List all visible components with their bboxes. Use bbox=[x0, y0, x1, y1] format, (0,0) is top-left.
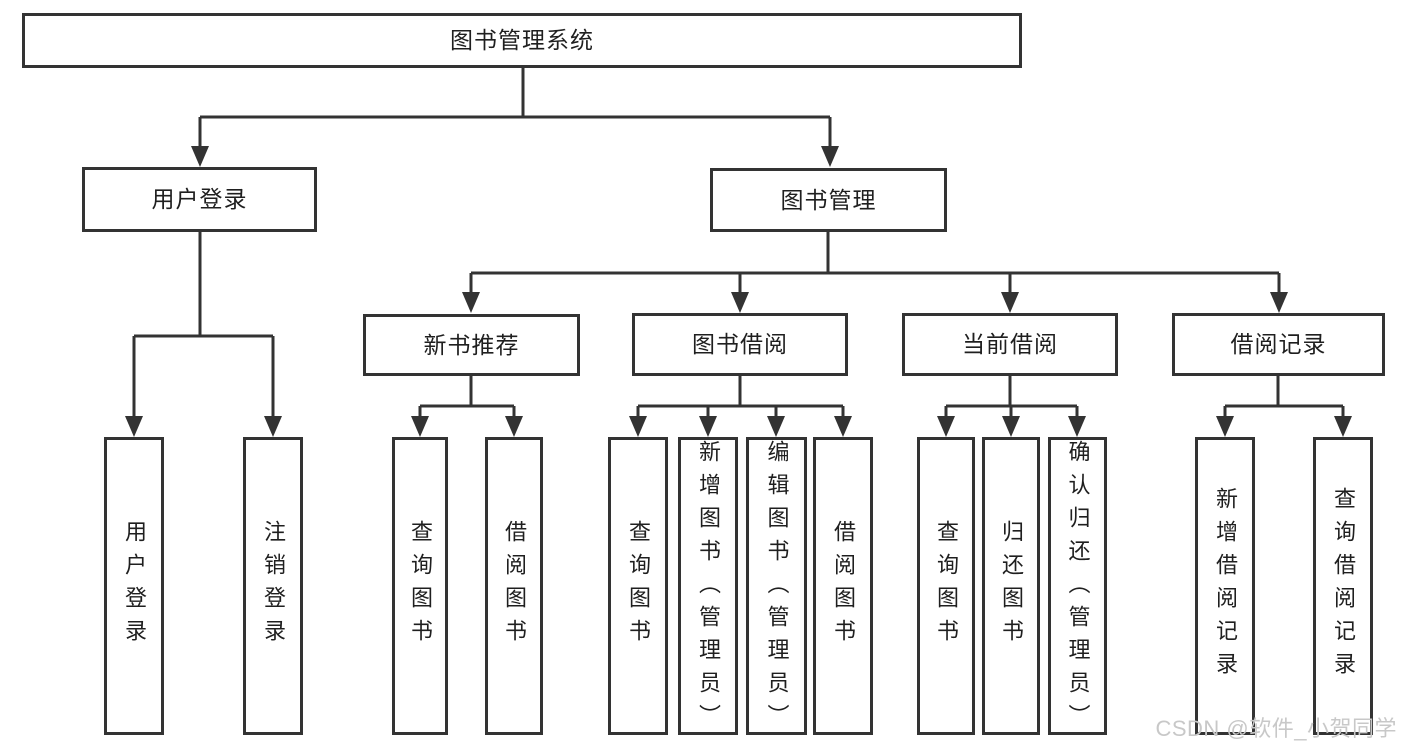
node-label: 图书借阅 bbox=[692, 331, 788, 357]
arrow-down-icon bbox=[411, 416, 429, 437]
arrow-down-icon bbox=[1002, 416, 1020, 437]
node-label: 图书管理 bbox=[780, 186, 877, 213]
node-user-login: 用户登录 bbox=[82, 167, 317, 232]
leaf-borrow-books-1: 借阅图书 bbox=[485, 437, 543, 735]
arrow-down-icon bbox=[767, 416, 785, 437]
arrow-down-icon bbox=[834, 416, 852, 437]
arrow-down-icon bbox=[629, 416, 647, 437]
leaf-query-books-3: 查询图书 bbox=[917, 437, 975, 735]
node-system-root: 图书管理系统 bbox=[22, 13, 1022, 68]
leaf-return-books: 归还图书 bbox=[982, 437, 1040, 735]
leaf-query-books-1: 查询图书 bbox=[392, 437, 448, 735]
node-current-borrowing: 当前借阅 bbox=[902, 313, 1118, 376]
arrow-down-icon bbox=[699, 416, 717, 437]
node-label: 确认归还（管理员） bbox=[1065, 440, 1091, 737]
arrow-down-icon bbox=[1334, 416, 1352, 437]
node-label: 借阅记录 bbox=[1230, 331, 1327, 357]
arrow-down-icon bbox=[821, 146, 839, 167]
leaf-add-borrow-record: 新增借阅记录 bbox=[1195, 437, 1255, 735]
node-label: 查询图书 bbox=[408, 520, 433, 652]
leaf-borrow-books-2: 借阅图书 bbox=[813, 437, 873, 735]
arrow-down-icon bbox=[264, 416, 282, 437]
leaf-confirm-return-admin: 确认归还（管理员） bbox=[1048, 437, 1107, 737]
node-label: 查询借阅记录 bbox=[1331, 487, 1356, 685]
node-borrowing-records: 借阅记录 bbox=[1172, 313, 1385, 376]
node-label: 用户登录 bbox=[151, 186, 248, 212]
node-label: 归还图书 bbox=[999, 520, 1024, 652]
arrow-down-icon bbox=[731, 292, 749, 313]
node-label: 查询图书 bbox=[626, 520, 651, 652]
leaf-add-books-admin: 新增图书（管理员） bbox=[678, 437, 738, 737]
leaf-logout: 注销登录 bbox=[243, 437, 303, 735]
arrow-down-icon bbox=[191, 146, 209, 167]
arrow-down-icon bbox=[937, 416, 955, 437]
csdn-watermark: CSDN @软件_小贺同学 bbox=[1155, 716, 1397, 741]
node-label: 当前借阅 bbox=[962, 331, 1058, 357]
leaf-query-books-2: 查询图书 bbox=[608, 437, 668, 735]
node-book-borrowing: 图书借阅 bbox=[632, 313, 848, 376]
arrow-down-icon bbox=[505, 416, 523, 437]
leaf-edit-books-admin: 编辑图书（管理员） bbox=[746, 437, 807, 737]
node-label: 新增借阅记录 bbox=[1213, 487, 1238, 685]
leaf-query-borrow-record: 查询借阅记录 bbox=[1313, 437, 1373, 735]
node-label: 注销登录 bbox=[261, 520, 286, 652]
node-label: 编辑图书（管理员） bbox=[764, 440, 790, 737]
arrow-down-icon bbox=[125, 416, 143, 437]
arrow-down-icon bbox=[1270, 292, 1288, 313]
arrow-down-icon bbox=[1068, 416, 1086, 437]
node-label: 借阅图书 bbox=[502, 520, 527, 652]
node-label: 新增图书（管理员） bbox=[696, 440, 721, 737]
node-label: 借阅图书 bbox=[831, 520, 856, 652]
arrow-down-icon bbox=[462, 292, 480, 313]
node-label: 图书管理系统 bbox=[450, 27, 594, 53]
node-label: 用户登录 bbox=[122, 520, 147, 652]
node-label: 新书推荐 bbox=[423, 331, 520, 358]
node-new-book-recommend: 新书推荐 bbox=[363, 314, 580, 376]
node-label: 查询图书 bbox=[934, 520, 959, 652]
arrow-down-icon bbox=[1216, 416, 1234, 437]
node-book-management: 图书管理 bbox=[710, 168, 947, 232]
leaf-user-login: 用户登录 bbox=[104, 437, 164, 735]
arrow-down-icon bbox=[1001, 292, 1019, 313]
